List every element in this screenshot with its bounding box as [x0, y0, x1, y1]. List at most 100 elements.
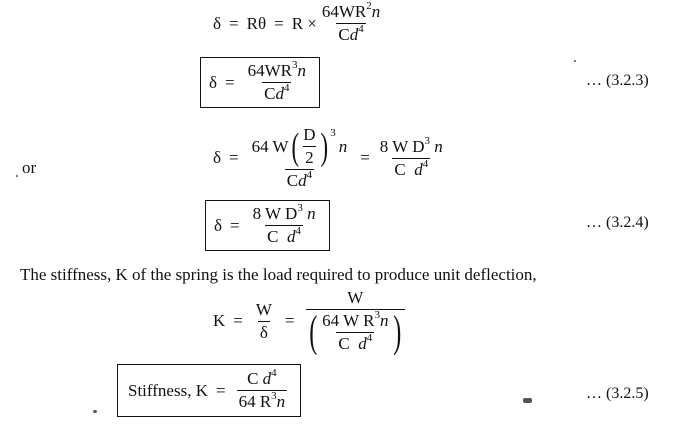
equation-number-3-2-4: … (3.2.4): [586, 214, 649, 231]
stiffness-paragraph: The stiffness, K of the spring is the lo…: [20, 265, 537, 284]
eq1-den-d: d: [349, 25, 359, 44]
eq2-fraction: 64WR3n Cd4: [246, 59, 308, 104]
boxed-equation-3-2-5: Stiffness, K = C d4 64 R3n: [117, 364, 302, 417]
eq5-inner-num-exp: 3: [374, 308, 380, 321]
eq1-num-exp: 2: [366, 0, 372, 12]
eq3-r-denominator: C d4: [392, 157, 431, 180]
eq4-denominator: C d4: [265, 225, 304, 247]
eq6-num-d: d: [262, 369, 272, 388]
equation-number-3-2-3: … (3.2.3): [586, 72, 649, 89]
eq2-den-c: C: [264, 84, 276, 103]
eq1-lhs: δ: [213, 13, 222, 33]
eq5-inner-num: 64 W R3n: [320, 308, 390, 332]
eq5-f1-den: δ: [257, 320, 270, 342]
scan-speck: [93, 410, 97, 413]
eq3-inner-2: 2: [303, 146, 316, 167]
eq1-equals-2: =: [274, 13, 284, 33]
eq1-den-c: C: [338, 25, 350, 44]
eq5-right-paren: ): [393, 307, 402, 356]
eq3-r-num-n: n: [434, 136, 443, 156]
eq1-numerator: 64WR2n: [320, 0, 382, 23]
eq4-num-exp: 3: [297, 202, 303, 214]
eq2-equals: =: [225, 72, 235, 92]
eq3-inner-fraction: D 2: [301, 125, 317, 168]
eq3-r-num-text: 8 W D: [379, 136, 425, 156]
eq6-den-text: 64 R: [238, 392, 272, 411]
eq5-f1-num: W: [255, 299, 272, 319]
eq6-den-exp: 3: [271, 390, 277, 402]
eq3-num-n: n: [338, 136, 348, 156]
eq5-f2-num: W: [347, 288, 364, 307]
eq5-fraction-1: W δ: [254, 300, 274, 343]
eq6-label: Stiffness, K: [128, 380, 208, 400]
eq5-inner-num-text: 64 W R: [322, 310, 375, 330]
eq3-inner-d: D: [303, 125, 316, 144]
eq6-numerator: C d4: [245, 367, 279, 390]
eq2-denominator: Cd4: [262, 82, 292, 104]
scan-speck: [523, 398, 532, 403]
eq1-denominator: Cd4: [336, 23, 366, 45]
eq3-inner-exp: 3: [330, 126, 336, 139]
eq2-num-text: 64WR: [247, 61, 292, 80]
equation-number-3-2-5: … (3.2.5): [586, 385, 649, 402]
eq5-inner-fraction: 64 W R3n C d4: [320, 308, 390, 354]
eq3-left-paren: (: [291, 125, 299, 168]
eq1-den-exp: 4: [358, 23, 364, 35]
eq3-lhs: δ: [213, 148, 222, 167]
boxed-equation-3-2-4: δ = 8 W D3 n C d4: [205, 200, 330, 251]
eq1-num-text: 64WR: [321, 2, 367, 21]
eq3-den-exp: 4: [306, 169, 313, 181]
scan-speck: [16, 175, 18, 177]
eq3-den-d: d: [298, 171, 307, 190]
eq6-denominator: 64 R3n: [236, 390, 288, 412]
eq2-den-d: d: [275, 84, 284, 103]
eq5-inner-den: C d4: [336, 331, 375, 354]
eq2-den-exp: 4: [283, 82, 290, 94]
eq6-fraction: C d4 64 R3n: [236, 367, 288, 412]
eq4-fraction: 8 W D3 n C d4: [251, 202, 318, 247]
scan-speck: [574, 60, 576, 62]
eq1-r-times: R ×: [291, 13, 317, 33]
eq3-r-den-d: d: [414, 159, 423, 179]
eq6-equals: =: [215, 380, 226, 400]
eq3-equals-2: =: [360, 148, 370, 167]
eq3-fraction: 64 W ( D 2 ) 3 n Cd4: [250, 125, 350, 191]
equation-delta-d-over-2: δ = 64 W ( D 2 ) 3 n Cd4 = 8 W D3 n C d4: [213, 125, 448, 191]
eq3-right-paren: ): [320, 125, 328, 168]
eq3-r-den-c: C: [394, 159, 406, 179]
eq6-num-exp: 4: [271, 367, 277, 379]
equation-delta-r-theta: δ = Rθ = R × 64WR2n Cd4: [213, 0, 385, 45]
eq3-r-num-exp: 3: [424, 134, 431, 147]
eq5-left-paren: (: [308, 307, 317, 356]
eq4-num-text: 8 W D: [252, 204, 298, 223]
or-word: or: [22, 158, 37, 177]
eq1-num-n: n: [371, 2, 381, 21]
eq5-fraction-2: W ( 64 W R3n C d4 ): [305, 288, 406, 356]
eq5-inner-den-d: d: [358, 333, 367, 353]
eq5-inner-den-c: C: [338, 333, 350, 353]
eq4-numerator: 8 W D3 n: [251, 202, 318, 225]
eq4-num-n: n: [307, 204, 316, 223]
eq2-numerator: 64WR3n: [246, 59, 308, 82]
eq3-r-den-exp: 4: [422, 157, 429, 170]
eq3-numerator: 64 W ( D 2 ) 3 n: [250, 125, 350, 169]
equation-stiffness-k: K = W δ = W ( 64 W R3n C d4 ): [213, 288, 408, 354]
eq6-num-c: C: [247, 369, 259, 388]
eq4-lhs: δ: [214, 215, 223, 235]
boxed-equation-3-2-3: δ = 64WR3n Cd4: [200, 57, 320, 108]
eq5-equals: =: [233, 311, 243, 330]
eq1-equals: =: [229, 13, 239, 33]
eq4-den-c: C: [267, 227, 279, 246]
eq4-den-d: d: [287, 227, 296, 246]
eq4-den-exp: 4: [295, 225, 302, 237]
eq2-lhs: δ: [209, 72, 218, 92]
eq4-equals: =: [230, 215, 240, 235]
eq1-fraction: 64WR2n Cd4: [320, 0, 382, 45]
eq6-den-n: n: [276, 392, 286, 411]
eq3-den-c: C: [286, 171, 299, 190]
eq5-equals-2: =: [284, 311, 295, 330]
eq5-lhs: K: [213, 311, 226, 330]
eq3-num-64w: 64 W: [251, 136, 289, 156]
eq5-f2-den: ( 64 W R3n C d4 ): [305, 307, 406, 356]
eq2-num-exp: 3: [292, 59, 298, 71]
